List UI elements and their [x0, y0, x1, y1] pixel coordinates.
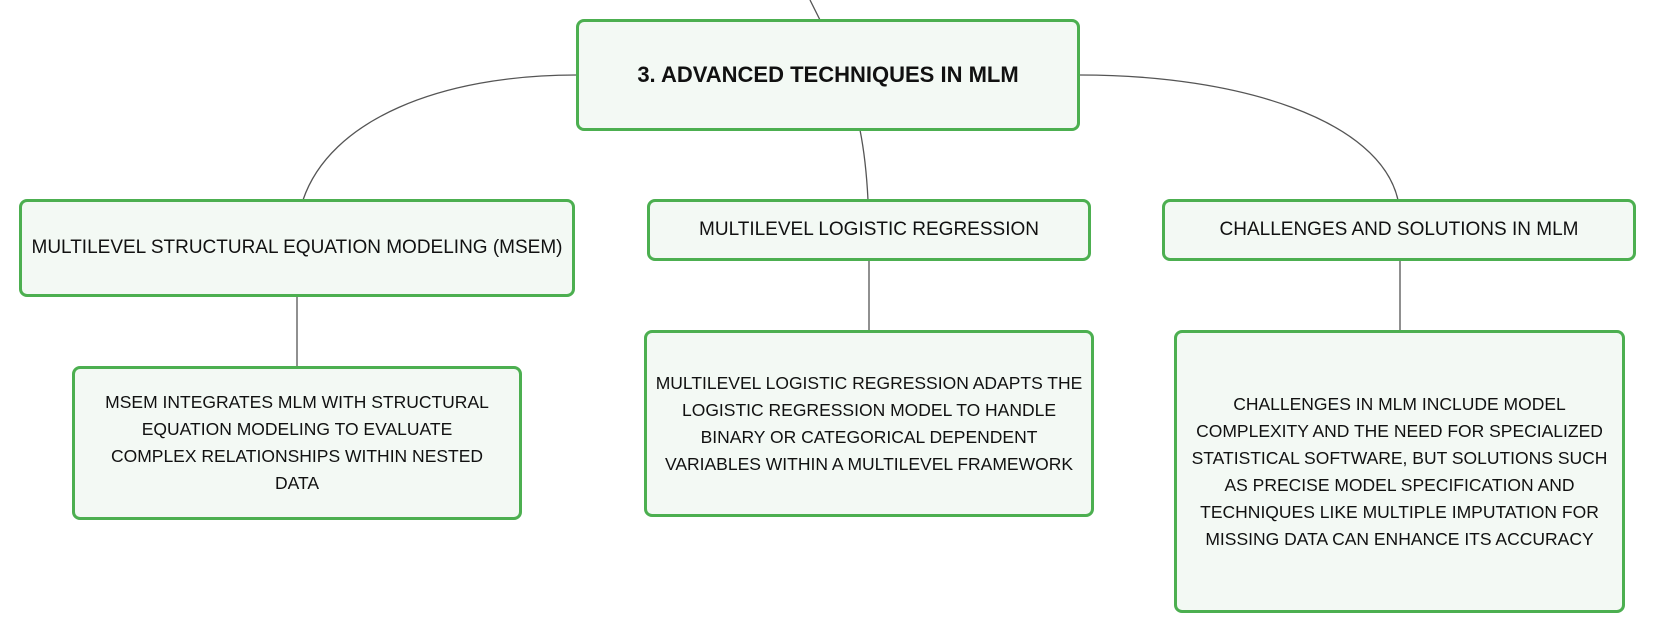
branch-node-msem-label: MULTILEVEL STRUCTURAL EQUATION MODELING … — [31, 237, 563, 258]
connector-root-to-challenges — [1079, 74, 1399, 201]
connector-parent-to-root — [809, 0, 821, 21]
branch-node-logistic-regression-label: MULTILEVEL LOGISTIC REGRESSION — [699, 219, 1039, 240]
root-node[interactable]: 3. ADVANCED TECHNIQUES IN MLM — [576, 19, 1080, 131]
connector-root-to-logistic — [859, 129, 869, 201]
detail-node-msem[interactable]: MSEM INTEGRATES MLM WITH STRUCTURAL EQUA… — [72, 366, 522, 520]
detail-node-logistic-regression[interactable]: MULTILEVEL LOGISTIC REGRESSION ADAPTS TH… — [644, 330, 1094, 517]
detail-node-msem-text: MSEM INTEGRATES MLM WITH STRUCTURAL EQUA… — [105, 392, 489, 493]
branch-node-msem[interactable]: MULTILEVEL STRUCTURAL EQUATION MODELING … — [19, 199, 575, 297]
connector-root-to-msem — [302, 74, 577, 201]
branch-node-challenges[interactable]: CHALLENGES AND SOLUTIONS IN MLM — [1162, 199, 1636, 261]
detail-node-challenges[interactable]: CHALLENGES IN MLM INCLUDE MODEL COMPLEXI… — [1174, 330, 1625, 613]
branch-node-challenges-label: CHALLENGES AND SOLUTIONS IN MLM — [1219, 219, 1579, 240]
branch-node-logistic-regression[interactable]: MULTILEVEL LOGISTIC REGRESSION — [647, 199, 1091, 261]
root-node-label: 3. ADVANCED TECHNIQUES IN MLM — [637, 62, 1019, 87]
detail-node-logistic-regression-text: MULTILEVEL LOGISTIC REGRESSION ADAPTS TH… — [655, 372, 1083, 474]
detail-node-challenges-text: CHALLENGES IN MLM INCLUDE MODEL COMPLEXI… — [1191, 393, 1608, 549]
